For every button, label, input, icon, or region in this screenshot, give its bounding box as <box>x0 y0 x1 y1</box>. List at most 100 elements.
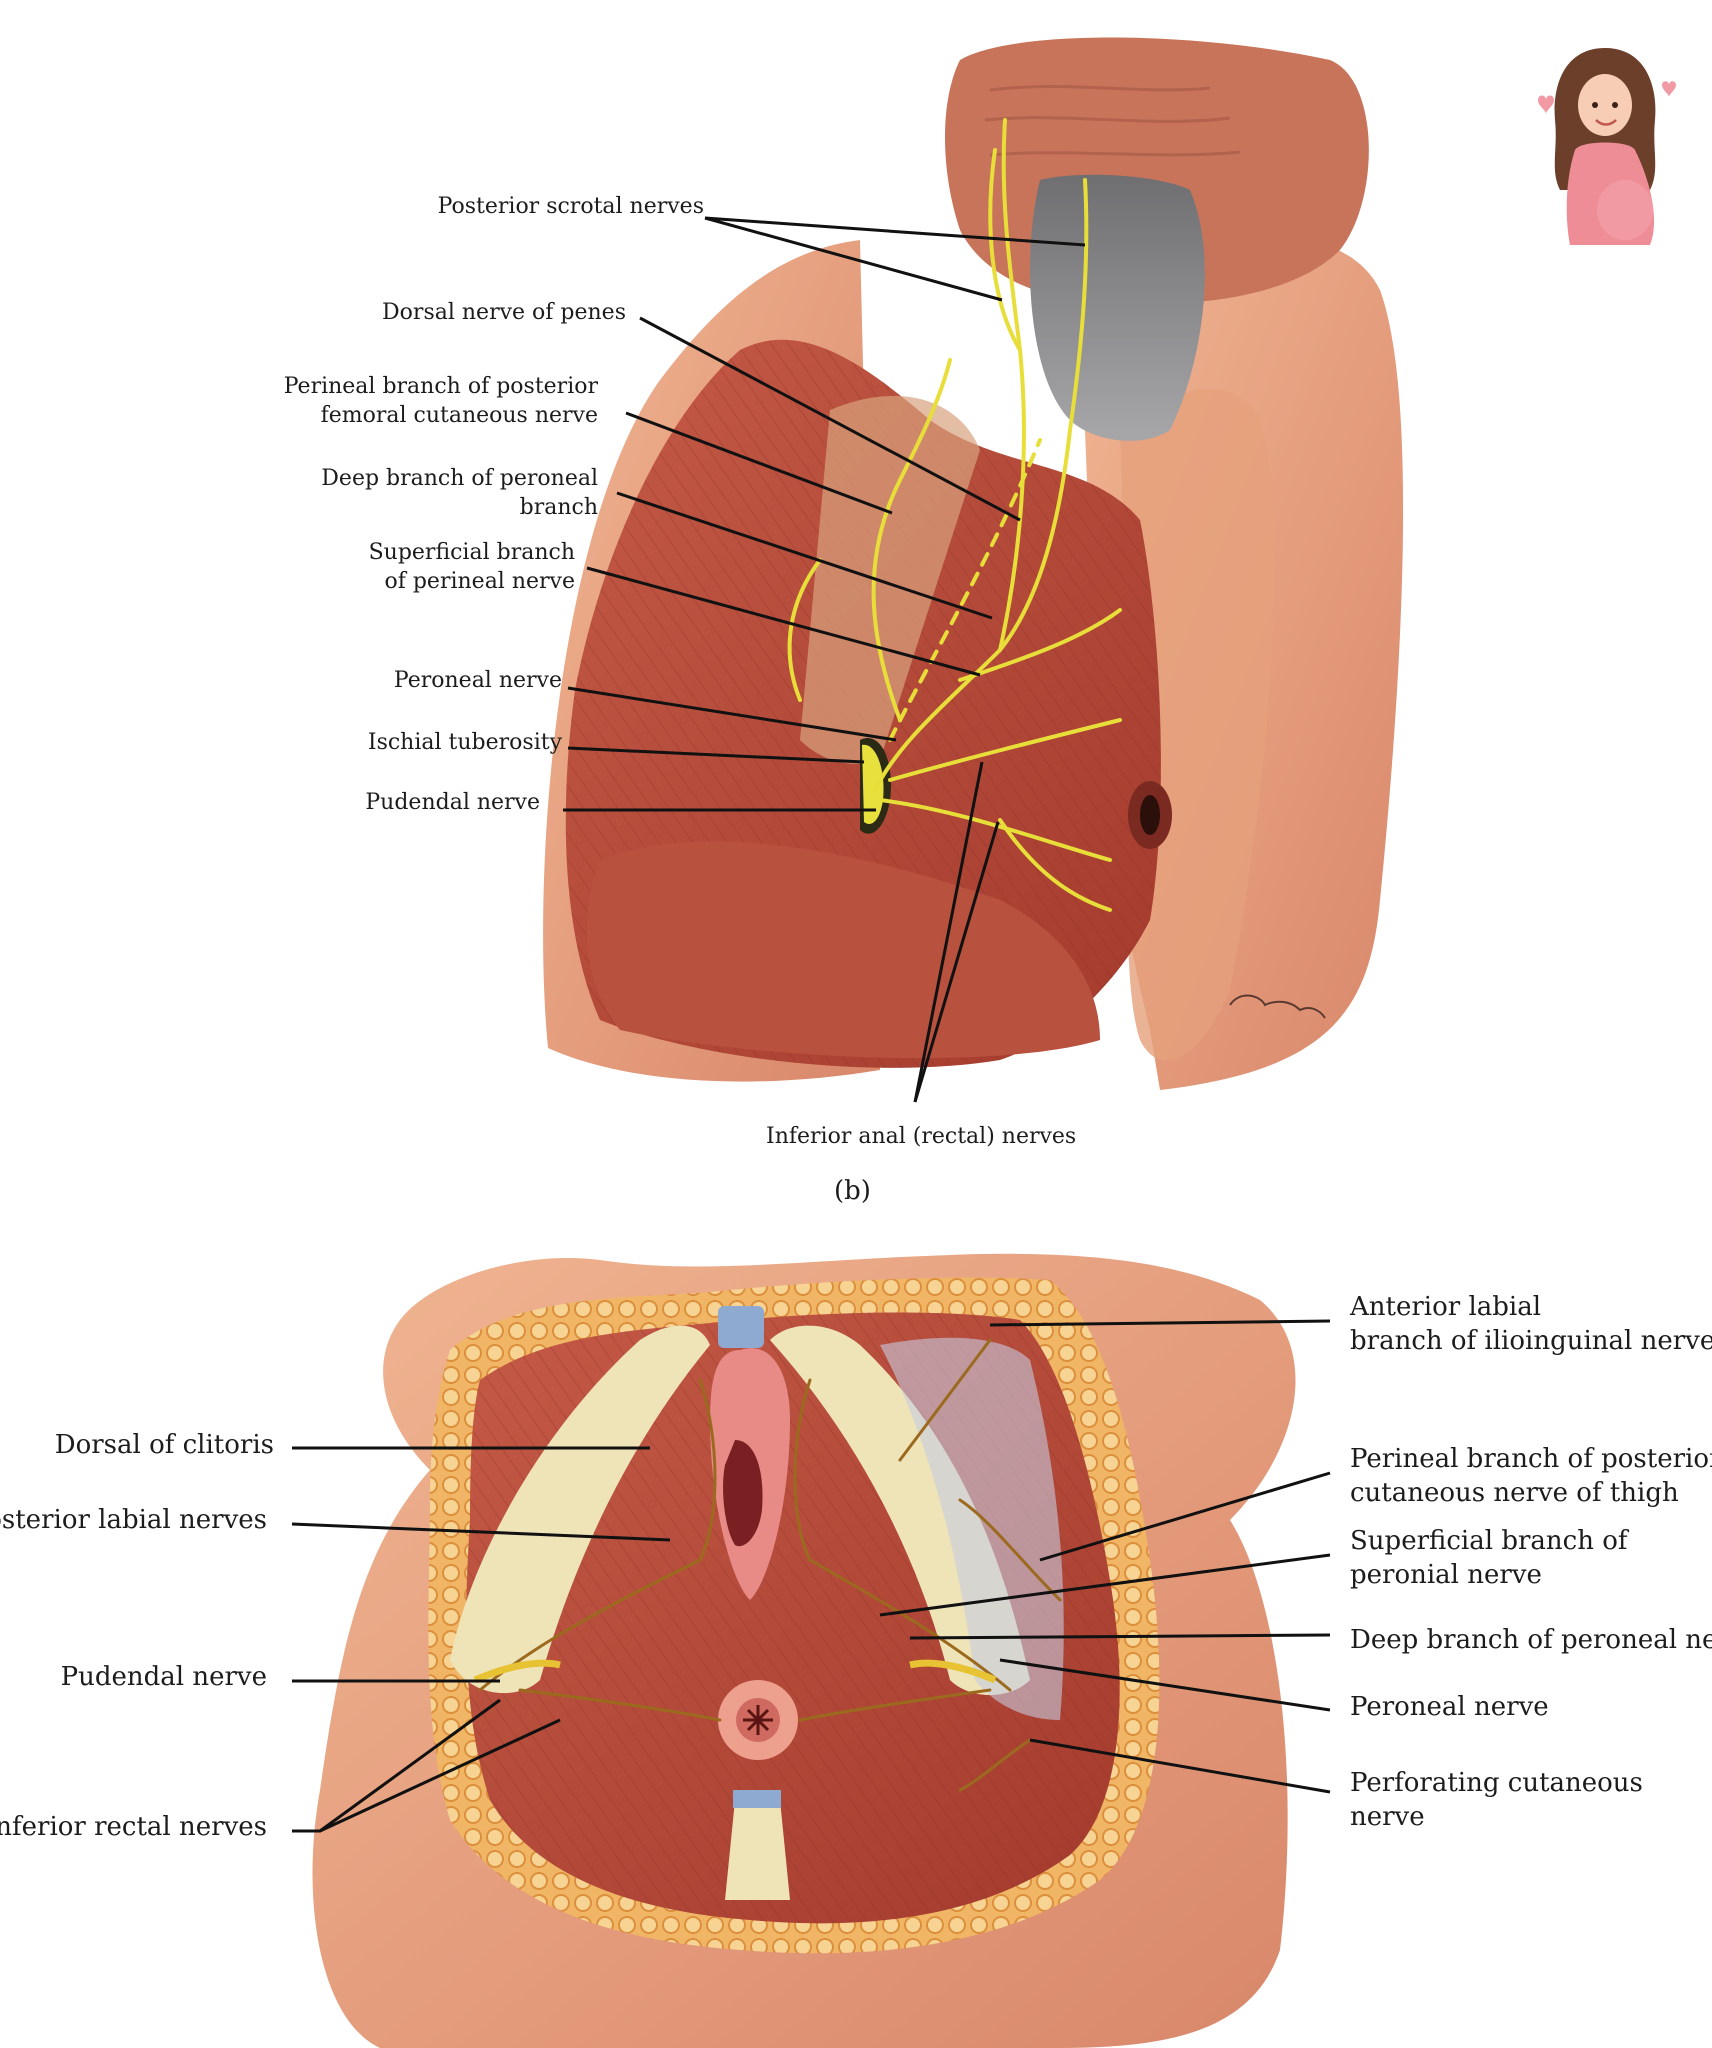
nerve-lateral-twig <box>787 558 822 702</box>
leader-c-anterior <box>989 1319 1331 1327</box>
leader-c-rectal-2 <box>319 1718 561 1833</box>
leader-deep <box>616 491 993 620</box>
label-posterior-scrotal: Posterior scrotal nerves <box>437 194 704 219</box>
label-superficial-c: Superficial branch of peronial nerve <box>1350 1524 1627 1593</box>
buttock-left <box>1120 388 1275 1061</box>
label-superficial-c-line1: Superficial branch of <box>1350 1526 1628 1556</box>
badge-eye-right <box>1612 102 1618 108</box>
muscle-band <box>800 395 980 764</box>
label-perineal-femoral-line1: Perineal branch of posterior <box>283 374 598 399</box>
artist-signature <box>1229 994 1326 1019</box>
pubic-symphysis <box>718 1306 764 1348</box>
nerve-anal-branch-2 <box>998 818 1112 912</box>
coccyx <box>725 1800 790 1900</box>
label-anterior-labial: Anterior labial branch of ilioinguinal n… <box>1350 1290 1712 1359</box>
leader-c-deep <box>909 1633 1331 1640</box>
leader-anal-1 <box>913 761 984 1103</box>
figure-b-art <box>543 37 1404 1090</box>
nerve-c-rectal-left <box>518 1688 722 1722</box>
leaders-b <box>563 216 1086 1103</box>
leader-c-superficial <box>879 1553 1331 1617</box>
label-perineal-femoral: Perineal branch of posterior femoral cut… <box>284 372 598 430</box>
label-superficial-c-line2: peronial nerve <box>1350 1560 1542 1591</box>
gluteus-muscle <box>586 841 1100 1059</box>
scrotum-folds <box>984 84 1241 157</box>
label-deep-branch-line1: Deep branch of peroneal <box>321 466 598 491</box>
nerve-perineal-branch <box>888 718 1122 782</box>
leader-ischial <box>567 746 865 764</box>
label-anterior-labial-line2: branch of ilioinguinal nerve <box>1350 1326 1712 1357</box>
leader-c-perforating <box>1029 1738 1331 1794</box>
nerve-femoral-branch <box>871 358 952 722</box>
label-peroneal: Peroneal nerve <box>393 668 562 693</box>
figure-b-caption: (b) <box>834 1176 871 1206</box>
nerve-deep-dashed <box>888 438 1042 742</box>
badge-face <box>1578 74 1632 136</box>
leader-c-thigh <box>1039 1471 1331 1562</box>
label-superficial-branch-line2: of perineal nerve <box>384 569 575 595</box>
nerve-c-pudendal-left <box>478 1378 717 1692</box>
label-pudendal-b: Pudendal nerve <box>365 790 540 815</box>
leader-superficial <box>586 566 981 677</box>
badge-heart-2 <box>1662 81 1676 97</box>
label-posterior-labial: Posterior labial nerves <box>0 1505 267 1535</box>
leader-peroneal <box>567 686 897 742</box>
leader-anal-2 <box>913 821 1000 1103</box>
nerves-yellow <box>787 118 1122 912</box>
nerve-c-thigh <box>958 1498 1062 1602</box>
leader-scrotal-2 <box>704 216 1003 302</box>
label-inferior-rectal: Inferior rectal nerves <box>0 1812 267 1842</box>
label-perforating: Perforating cutaneous nerve <box>1350 1766 1643 1835</box>
nerve-superficial-branch <box>958 608 1122 682</box>
label-dorsal-penis: Dorsal nerve of penes <box>382 300 626 325</box>
label-peroneal-c: Peroneal nerve <box>1350 1692 1549 1722</box>
label-perineal-thigh: Perineal branch of posterior cutaneous n… <box>1350 1442 1712 1511</box>
nerve-c-ilioinguinal <box>898 1338 992 1462</box>
vaginal-opening <box>723 1440 763 1547</box>
label-perineal-femoral-line2: femoral cutaneous nerve <box>320 403 598 429</box>
label-pudendal-c: Pudendal nerve <box>60 1662 267 1692</box>
coccyx-joint <box>733 1790 781 1808</box>
leader-scrotal-1 <box>704 216 1086 247</box>
leader-femoral <box>625 411 893 515</box>
nerves-brown <box>478 1338 1062 1792</box>
figure-c-art <box>312 1253 1296 2048</box>
label-anterior-labial-line1: Anterior labial <box>1350 1292 1542 1322</box>
label-deep-branch: Deep branch of peroneal branch <box>321 464 598 522</box>
label-perforating-line1: Perforating cutaneous <box>1350 1768 1643 1798</box>
pregnant-woman-icon <box>1538 48 1676 245</box>
anus-inner <box>1140 795 1160 835</box>
fascia-right <box>880 1337 1064 1720</box>
badge-heart-1 <box>1538 95 1554 114</box>
label-ischial: Ischial tuberosity <box>367 730 562 755</box>
ischial-highlight <box>862 744 884 824</box>
penis-grey <box>1030 174 1205 441</box>
label-inferior-anal: Inferior anal (rectal) nerves <box>766 1124 1077 1149</box>
nerve-main-trunk <box>873 178 1089 792</box>
label-superficial-branch: Superficial branch of perineal nerve <box>369 538 575 596</box>
pudendal-right-yellow <box>909 1659 997 1684</box>
label-dorsal-clitoris: Dorsal of clitoris <box>54 1430 274 1460</box>
nerve-scrotal-branch <box>988 148 1022 352</box>
leader-dorsal <box>639 316 1021 522</box>
nerve-c-perforating <box>958 1738 1032 1792</box>
nerve-anal-branch-1 <box>878 798 1112 862</box>
label-deep-branch-line2: branch <box>519 495 598 521</box>
label-superficial-branch-line1: Superficial branch <box>368 540 575 565</box>
anus-c-star <box>743 1705 773 1735</box>
label-perforating-line2: nerve <box>1350 1802 1425 1833</box>
badge-belly <box>1597 180 1653 240</box>
badge-smile <box>1595 119 1617 126</box>
leader-c-labial <box>291 1522 671 1542</box>
nerve-c-pudendal-right <box>793 1378 1012 1692</box>
ischiopubic-ramus-left <box>450 1325 710 1694</box>
leader-c-peroneal <box>999 1658 1331 1712</box>
label-deep-branch-c: Deep branch of peroneal nerve <box>1350 1625 1712 1655</box>
pudendal-left-yellow <box>473 1659 561 1684</box>
badge-eye-left <box>1592 102 1598 108</box>
label-perineal-thigh-line1: Perineal branch of posterior <box>1350 1444 1712 1474</box>
leaders-c <box>291 1319 1331 1833</box>
label-perineal-thigh-line2: cutaneous nerve of thigh <box>1350 1478 1679 1509</box>
